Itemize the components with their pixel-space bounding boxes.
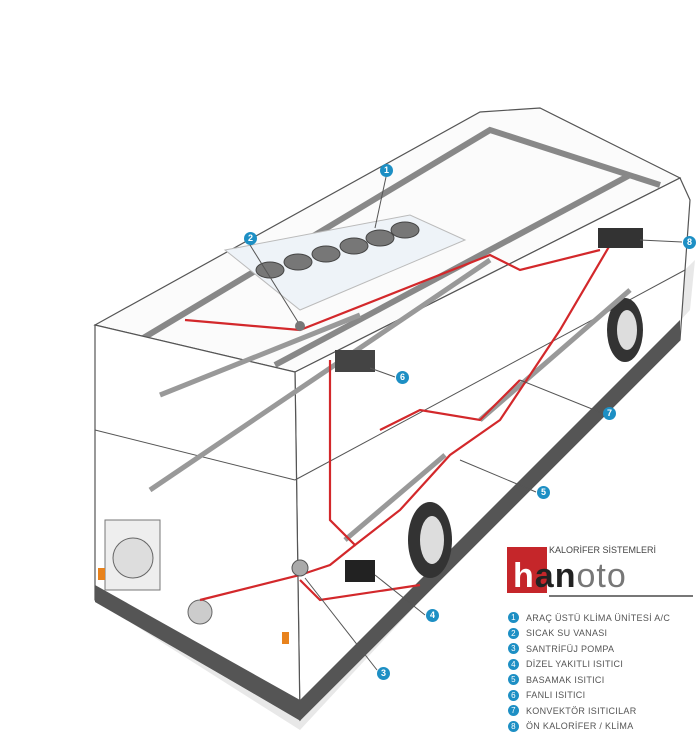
legend-num: 7 <box>508 705 519 717</box>
callout-1: 1 <box>380 164 393 177</box>
diesel-heater <box>345 560 375 582</box>
callout-3: 3 <box>377 667 390 680</box>
heating-pipes <box>184 244 611 602</box>
legend-item: 2 SICAK SU VANASI <box>508 626 670 642</box>
legend-item: 5 BASAMAK ISITICI <box>508 672 670 688</box>
rear-light <box>282 632 289 644</box>
callout-8: 8 <box>683 236 696 249</box>
legend-label: DİZEL YAKITLI ISITICI <box>526 659 624 670</box>
front-wheel-hub <box>617 310 637 350</box>
front-heater <box>598 228 643 248</box>
side-skirt <box>300 320 680 720</box>
legend-label: SICAK SU VANASI <box>526 628 608 639</box>
logo-red-block <box>507 547 547 593</box>
legend-item: 7 KONVEKTÖR ISITICILAR <box>508 703 670 719</box>
legend-label: FANLI ISITICI <box>526 690 586 701</box>
logo-wordmark: hanoto <box>513 558 627 594</box>
engine-fan-icon <box>112 537 154 579</box>
water-valve <box>295 321 305 331</box>
logo-underline <box>549 595 693 597</box>
legend-item: 8 ÖN KALORİFER / KLİMA <box>508 719 670 735</box>
legend-item: 1 ARAÇ ÜSTÜ KLİMA ÜNİTESİ A/C <box>508 610 670 626</box>
window-line <box>94 429 296 481</box>
callout-2: 2 <box>244 232 257 245</box>
rear-bumper <box>95 585 300 720</box>
callout-6: 6 <box>396 371 409 384</box>
legend-item: 6 FANLI ISITICI <box>508 688 670 704</box>
legend-label: SANTRİFÜJ POMPA <box>526 643 615 654</box>
leader-lines <box>249 176 683 671</box>
legend-label: ÖN KALORİFER / KLİMA <box>526 721 634 732</box>
convector-heaters <box>148 257 632 542</box>
fan-heater <box>335 350 375 372</box>
rear-light <box>98 568 105 580</box>
ac-unit <box>223 214 467 311</box>
legend-num: 5 <box>508 674 519 686</box>
legend-item: 4 DİZEL YAKITLI ISITICI <box>508 657 670 673</box>
exhaust <box>187 599 213 625</box>
legend-num: 4 <box>508 658 519 670</box>
legend-label: ARAÇ ÜSTÜ KLİMA ÜNİTESİ A/C <box>526 612 671 623</box>
hanoto-logo: KALORİFER SİSTEMLERİ hanoto <box>505 545 695 597</box>
callout-7: 7 <box>603 407 616 420</box>
legend-num: 3 <box>508 643 519 655</box>
pump <box>291 559 309 577</box>
logo-an: an <box>534 557 577 595</box>
legend-item: 3 SANTRİFÜJ POMPA <box>508 641 670 657</box>
legend-label: KONVEKTÖR ISITICILAR <box>526 705 637 716</box>
callout-5: 5 <box>537 486 550 499</box>
logo-oto: oto <box>576 557 627 595</box>
legend-num: 6 <box>508 689 519 701</box>
legend-num: 2 <box>508 627 519 639</box>
callout-4: 4 <box>426 609 439 622</box>
legend: 1 ARAÇ ÜSTÜ KLİMA ÜNİTESİ A/C 2 SICAK SU V… <box>508 610 670 734</box>
legend-label: BASAMAK ISITICI <box>526 674 605 685</box>
rear-wheel-hub <box>420 516 444 564</box>
legend-num: 8 <box>508 720 519 732</box>
logo-h: h <box>513 557 535 595</box>
ac-fans <box>255 221 420 279</box>
logo-subtitle: KALORİFER SİSTEMLERİ <box>549 545 657 555</box>
legend-num: 1 <box>508 612 519 624</box>
